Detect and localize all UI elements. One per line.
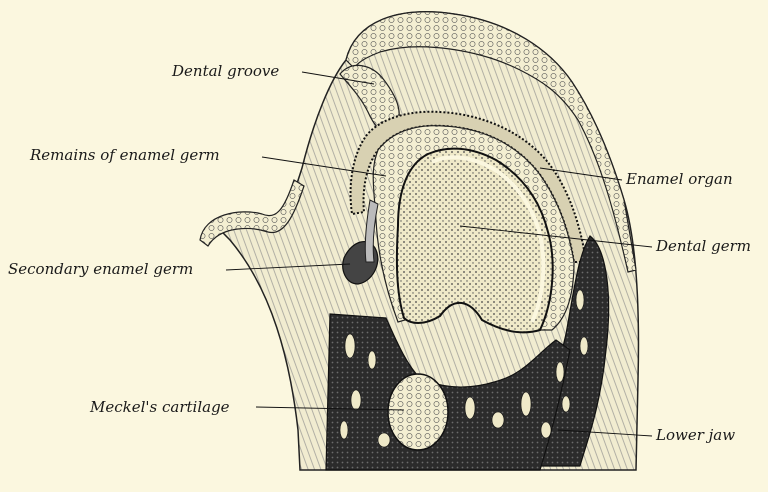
label-remains-enamel-germ: Remains of enamel germ — [30, 148, 220, 163]
label-dental-germ: Dental germ — [656, 239, 751, 254]
label-secondary-enamel-germ: Secondary enamel germ — [8, 262, 193, 277]
label-dental-groove: Dental groove — [172, 64, 279, 79]
meckels-cartilage — [388, 374, 448, 450]
label-lower-jaw: Lower jaw — [656, 428, 735, 443]
label-enamel-organ: Enamel organ — [626, 172, 733, 187]
label-meckels-cartilage: Meckel's cartilage — [90, 400, 230, 415]
